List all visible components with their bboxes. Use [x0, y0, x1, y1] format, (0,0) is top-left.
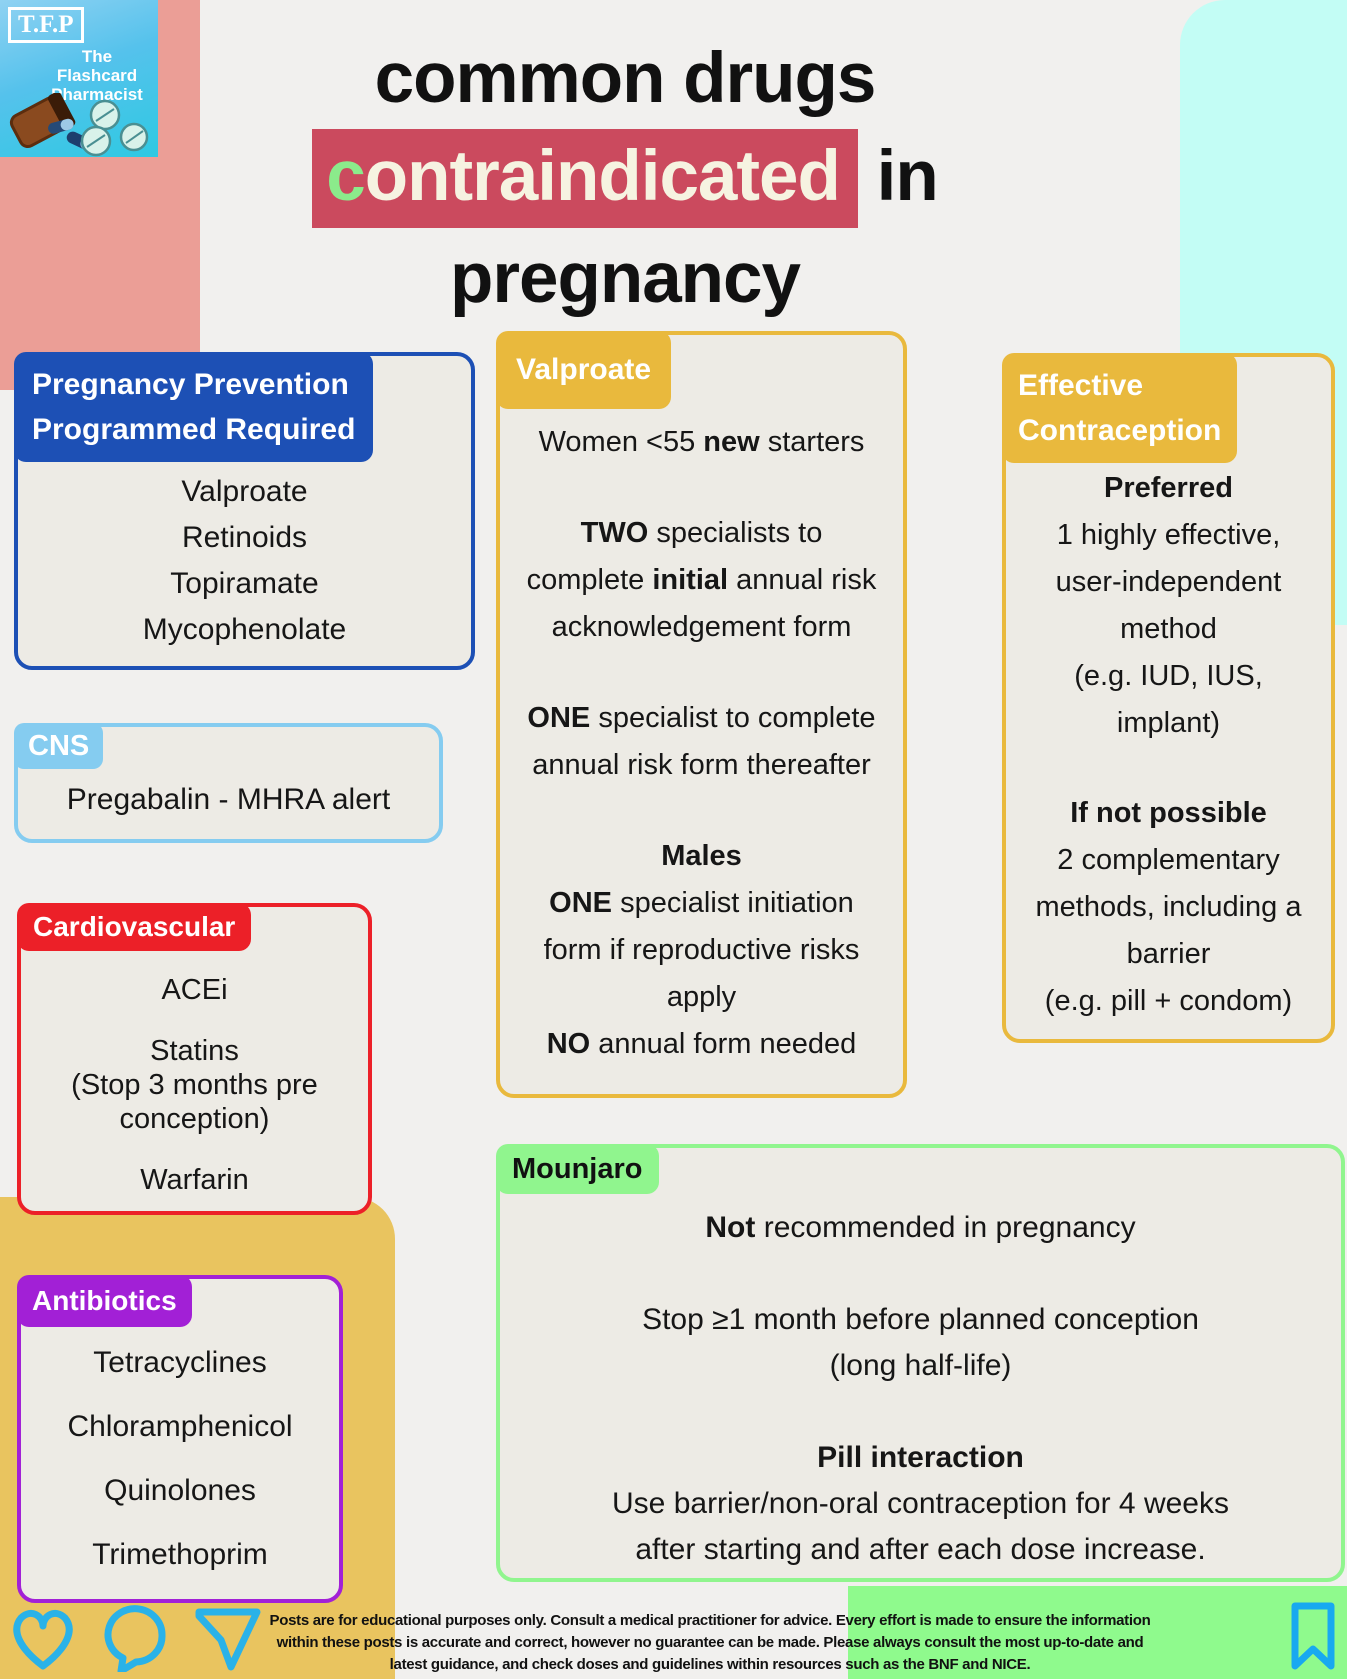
cns-tag: CNS: [14, 723, 104, 769]
title-line-2: contraindicated in: [175, 129, 1075, 228]
cardiovascular-tag: Cardiovascular: [17, 903, 252, 951]
title-highlight: contraindicated: [312, 129, 858, 228]
pill-bottle-icon: [9, 93, 149, 157]
social-icons: [7, 1604, 265, 1672]
title-line-3: pregnancy: [449, 239, 801, 318]
comment-icon[interactable]: [101, 1604, 169, 1672]
pregnancy-prevention-box: Pregnancy Prevention Programmed Required…: [14, 352, 475, 670]
valproate-tag: Valproate: [496, 331, 672, 409]
share-icon[interactable]: [191, 1604, 265, 1672]
logo-initials: T.F.P: [8, 7, 84, 43]
bookmark-icon[interactable]: [1287, 1601, 1339, 1671]
disclaimer-text: Posts are for educational purposes only.…: [269, 1612, 1151, 1673]
cns-box: CNS Pregabalin - MHRA alert: [14, 723, 443, 843]
title-line-1: common drugs: [374, 39, 877, 118]
flashcard-pharmacist-logo: T.F.P The Flashcard Pharmacist: [0, 0, 158, 157]
effective-contraception-tag: Effective Contraception: [1002, 353, 1238, 463]
green-background-shape: [848, 1586, 1347, 1679]
mounjaro-tag: Mounjaro: [496, 1144, 659, 1194]
pregnancy-prevention-tag: Pregnancy Prevention Programmed Required: [14, 352, 374, 462]
like-heart-icon[interactable]: [7, 1604, 79, 1672]
antibiotics-tag: Antibiotics: [17, 1275, 192, 1327]
cns-content: Pregabalin - MHRA alert: [66, 783, 391, 816]
logo-name: The Flashcard Pharmacist: [51, 47, 143, 104]
